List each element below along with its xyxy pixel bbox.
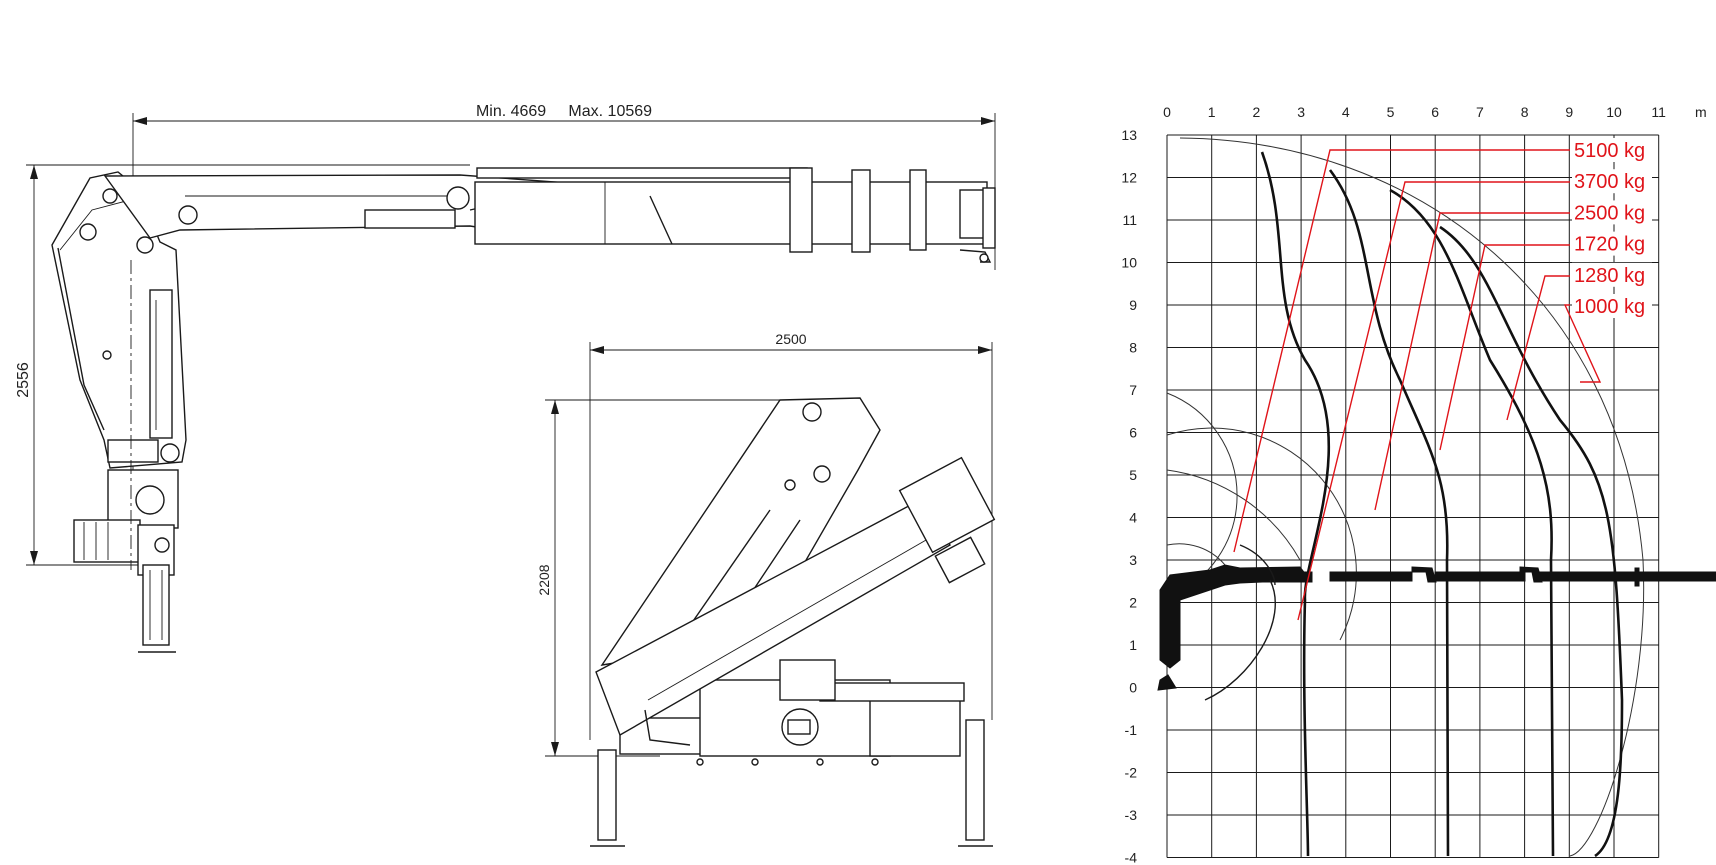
- load-label-background: [1572, 231, 1652, 256]
- load-label-background: [1572, 262, 1652, 287]
- x-tick-label: 9: [1565, 104, 1573, 120]
- x-tick-label: 2: [1253, 104, 1261, 120]
- y-tick-label: 8: [1129, 340, 1137, 356]
- side-view: Min. 4669 Max. 10569 2556: [15, 103, 996, 653]
- chart-load-curves: [1260, 151, 1624, 858]
- crane-column: [51, 171, 187, 653]
- y-tick-label: 1: [1129, 637, 1137, 653]
- height-dimension-label: 2556: [15, 362, 32, 398]
- front-folded-boom: [595, 456, 996, 746]
- x-tick-label: 1: [1208, 104, 1216, 120]
- front-view: 2500 2208: [536, 331, 996, 847]
- width-dimension: 2500: [589, 331, 993, 740]
- chart-x-ticks: 0 1 2 3 4 5 6 7 8 9 10 11: [1163, 104, 1666, 120]
- load-label: 1280 kg: [1574, 265, 1645, 287]
- load-label-background: [1572, 138, 1652, 162]
- crane-extension-boom: [474, 167, 996, 263]
- x-tick-label: 5: [1387, 104, 1395, 120]
- x-tick-label: 4: [1342, 104, 1350, 120]
- height-dimension-front: 2208: [536, 399, 780, 757]
- x-tick-label: 3: [1297, 104, 1305, 120]
- x-tick-label: 8: [1521, 104, 1529, 120]
- chart-boom-silhouette: [1157, 544, 1716, 701]
- y-tick-label: -3: [1125, 807, 1138, 823]
- load-label: 1720 kg: [1574, 234, 1645, 256]
- load-label-background: [1572, 200, 1652, 225]
- height-dimension-front-label: 2208: [536, 564, 552, 595]
- y-tick-label: 4: [1129, 510, 1137, 526]
- chart-reach-envelopes: [1166, 137, 1645, 857]
- load-label: 1000 kg: [1574, 296, 1645, 318]
- x-tick-label: 10: [1606, 104, 1622, 120]
- y-tick-label: -4: [1125, 850, 1138, 865]
- width-dimension-label: 2500: [775, 331, 806, 347]
- x-tick-label: 11: [1651, 104, 1666, 120]
- load-label: 5100 kg: [1574, 140, 1645, 162]
- y-tick-label: 0: [1129, 680, 1137, 696]
- x-tick-label: 7: [1476, 104, 1484, 120]
- x-tick-label: 6: [1431, 104, 1439, 120]
- y-tick-label: 5: [1129, 467, 1137, 483]
- chart-load-labels: 5100 kg 3700 kg 2500 kg 1720 kg 1280 kg 1000 …: [1572, 138, 1652, 318]
- y-tick-label: 9: [1129, 297, 1137, 313]
- load-label-background: [1572, 169, 1652, 194]
- y-tick-label: -2: [1125, 765, 1138, 781]
- y-tick-label: 3: [1129, 552, 1137, 568]
- y-tick-label: 6: [1129, 425, 1137, 441]
- x-tick-label: 0: [1163, 104, 1171, 120]
- load-label-background: [1572, 294, 1652, 318]
- chart-unit-label: m: [1695, 104, 1707, 120]
- y-tick-label: 10: [1121, 255, 1137, 271]
- crane-base: [590, 659, 993, 847]
- y-tick-label: 12: [1121, 170, 1137, 186]
- load-label: 3700 kg: [1574, 171, 1645, 193]
- y-tick-label: -1: [1125, 722, 1138, 738]
- chart-load-leaders: [1233, 149, 1602, 621]
- y-tick-label: 7: [1129, 382, 1137, 398]
- y-tick-label: 11: [1122, 212, 1137, 228]
- y-tick-label: 2: [1129, 595, 1137, 611]
- load-label: 2500 kg: [1574, 202, 1645, 224]
- height-dimension: 2556: [15, 164, 470, 566]
- y-tick-label: 13: [1121, 127, 1137, 143]
- length-dimension-label: Min. 4669 Max. 10569: [476, 103, 652, 120]
